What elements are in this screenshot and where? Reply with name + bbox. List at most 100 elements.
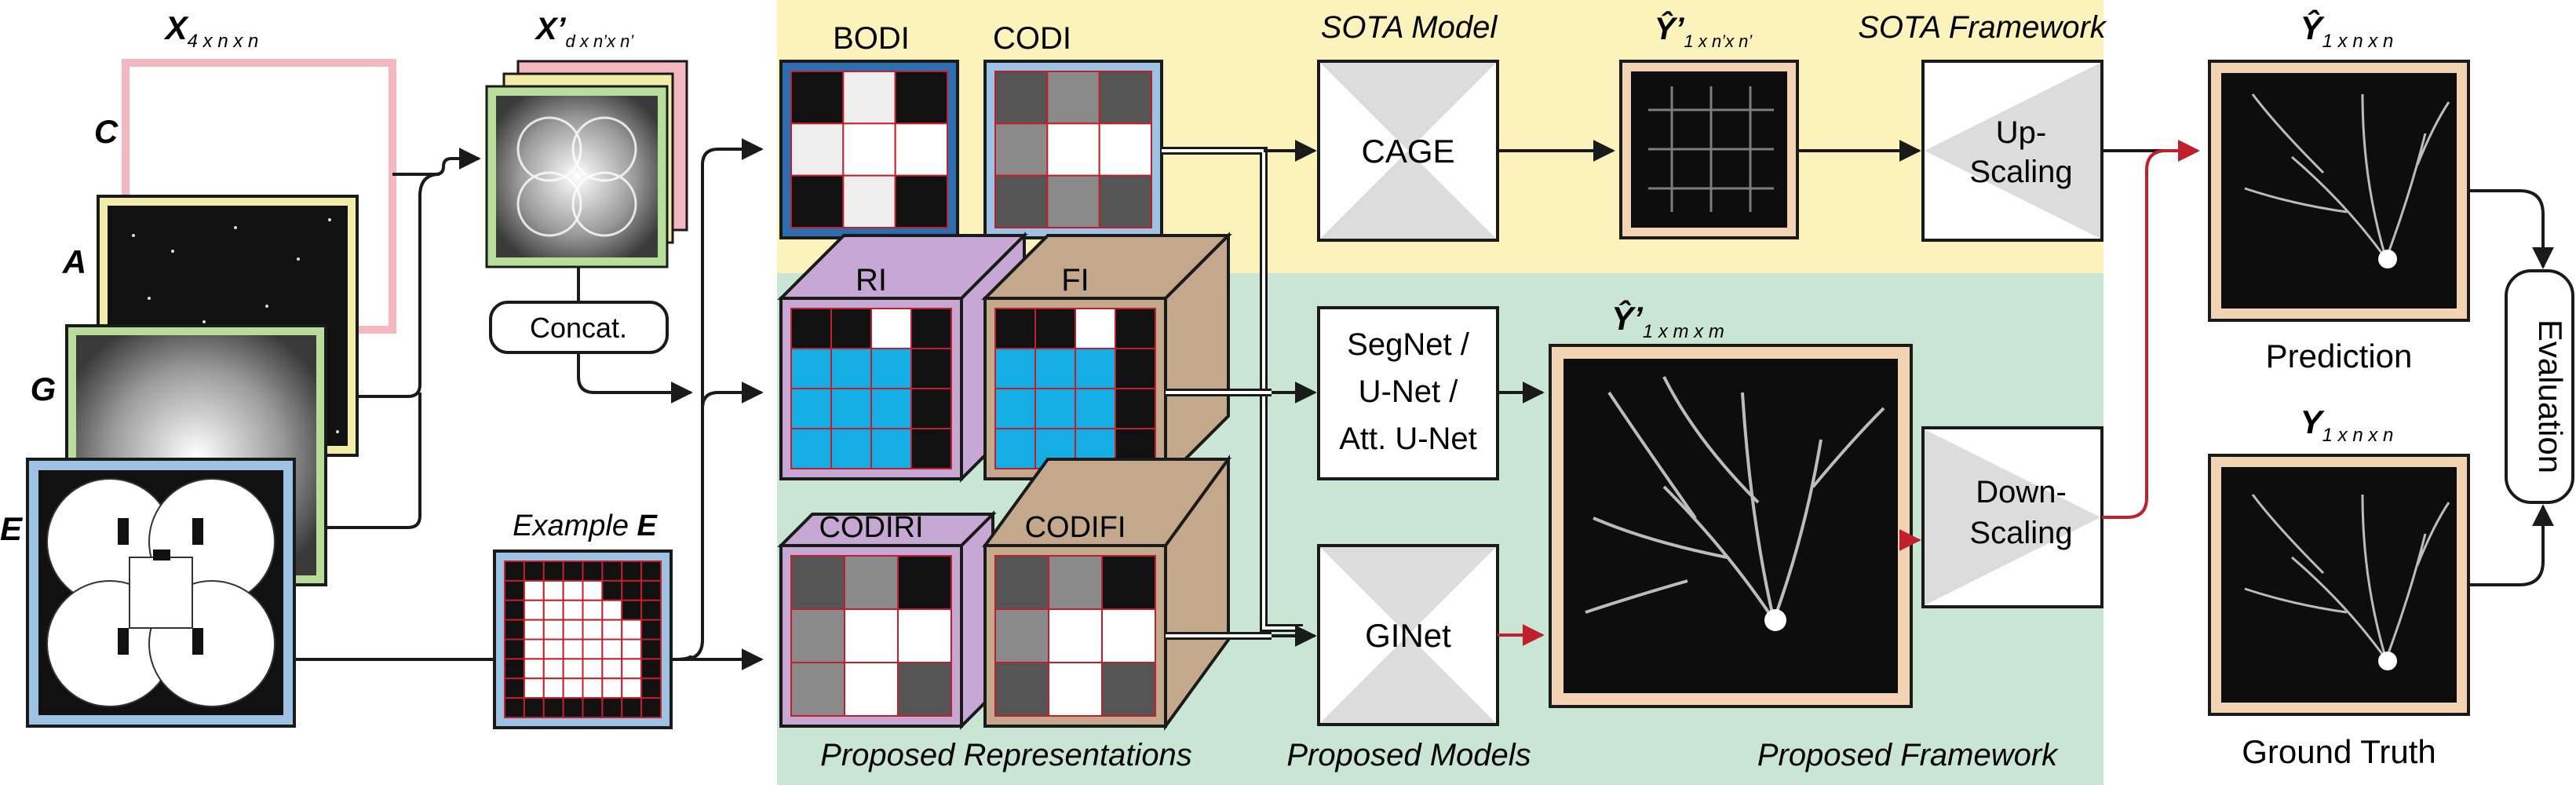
- example-cell: [621, 599, 643, 621]
- repr-name-codi: CODI: [993, 21, 1071, 56]
- codiri-cell: [844, 608, 899, 663]
- example-cell: [601, 697, 623, 718]
- yprime-large-tree: [1585, 376, 1885, 622]
- example-cell: [504, 619, 525, 641]
- example-label: Example E: [513, 509, 658, 542]
- bodi-cell: [842, 71, 896, 125]
- example-cell: [562, 677, 584, 699]
- fi-cell: [994, 308, 1036, 349]
- ri-cell: [910, 428, 952, 469]
- concat-connector: [577, 267, 691, 392]
- prediction-to-evaluation: [2468, 189, 2554, 269]
- example-cell: [582, 677, 604, 699]
- fi-cell: [1115, 308, 1156, 349]
- prediction-tree: [2244, 93, 2450, 260]
- example-cell: [542, 677, 564, 699]
- representations: BODI CODI RI FI CODIRI CODIFI Proposed R: [777, 21, 1232, 772]
- yprime-small-texture: [1648, 86, 1774, 212]
- example-cell: [640, 697, 662, 718]
- input-stack: X4 x n x n C A G E: [0, 9, 396, 728]
- codiri-cell: [844, 662, 899, 717]
- repr-connectors: [1162, 140, 1317, 647]
- fi-cell: [1034, 348, 1076, 389]
- example-cell: [562, 638, 584, 660]
- xprime-label: X’d x n’x n’: [535, 12, 635, 51]
- cage-label: CAGE: [1361, 133, 1454, 170]
- example-cell: [582, 579, 604, 601]
- downscaling-shape: [1925, 429, 2100, 605]
- upscaling-label-1: Up-: [1996, 115, 2046, 150]
- example-cell: [621, 658, 643, 680]
- ri-cell: [790, 388, 832, 429]
- codi-cell: [1098, 122, 1152, 177]
- prediction-origin: [2378, 250, 2397, 268]
- codifi-cell: [994, 662, 1049, 717]
- sota-framework-caption: SOTA Framework: [1858, 10, 2107, 45]
- yhat-label: Ŷ1 x n x n: [2301, 9, 2394, 52]
- example-cell: [562, 619, 584, 641]
- fi-cell: [994, 388, 1036, 429]
- example-cell: [601, 658, 623, 680]
- framework: Ŷ’1 x n’x n’ SOTA Framework Up- Scaling …: [1498, 10, 2200, 772]
- bodi-cell: [790, 174, 845, 229]
- codifi-cell: [994, 608, 1049, 663]
- codifi-cell: [994, 555, 1049, 610]
- example-cell: [621, 560, 643, 582]
- codi-cell: [994, 174, 1049, 229]
- ri-cell: [790, 348, 832, 389]
- codiri-cell: [790, 555, 845, 610]
- downscaling-to-prediction: [2102, 140, 2200, 519]
- ri-cell: [870, 388, 912, 429]
- concat-label: Concat.: [530, 312, 627, 344]
- yprime-large-image: [1563, 359, 1898, 693]
- example-cell: [621, 697, 643, 718]
- example-cell: [582, 599, 604, 621]
- floorplan-shape: [46, 478, 275, 707]
- example-cell: [523, 697, 545, 718]
- codi-cell: [994, 71, 1049, 125]
- codifi-cell: [1048, 662, 1103, 717]
- repr-name-ri: RI: [856, 263, 887, 298]
- ri-cell: [910, 348, 952, 389]
- example-cell: [640, 619, 662, 641]
- codiri-cell: [844, 555, 899, 610]
- example-cell: [523, 619, 545, 641]
- ri-cell: [910, 388, 952, 429]
- fi-cell: [994, 348, 1036, 389]
- cage-hourglass: [1320, 63, 1496, 239]
- example-cell: [621, 638, 643, 660]
- example-cell: [582, 638, 604, 660]
- codiri-cell: [790, 608, 845, 663]
- codiri-cell: [790, 662, 845, 717]
- example-cell: [582, 658, 604, 680]
- outputs: Ŷ1 x n x n Prediction Y1 x n x n Ground …: [2208, 9, 2574, 770]
- sota-model-caption: SOTA Model: [1321, 10, 1498, 45]
- truth-to-evaluation: [2468, 504, 2554, 586]
- codi-cell: [1046, 174, 1100, 229]
- example-cell: [601, 677, 623, 699]
- codi-cell: [1098, 174, 1152, 229]
- ri-grid: [790, 308, 952, 469]
- ri-cell: [870, 428, 912, 469]
- codiri-cell: [897, 662, 952, 717]
- example-cell: [601, 619, 623, 641]
- example-cell: [523, 579, 545, 601]
- example-cell: [640, 560, 662, 582]
- codi-cell: [1098, 71, 1152, 125]
- fi-cell: [1075, 348, 1116, 389]
- xprime-image: [496, 96, 658, 257]
- example-cell: [523, 658, 545, 680]
- y-label: Y1 x n x n: [2301, 403, 2394, 446]
- ground-truth-tree: [2244, 494, 2450, 660]
- codi-cell: [1046, 71, 1100, 125]
- example-cell: [582, 560, 604, 582]
- ground-truth-caption: Ground Truth: [2242, 733, 2436, 770]
- ri-cell: [830, 348, 872, 389]
- upscaling-shape: [1925, 63, 2100, 239]
- evaluation-label: Evaluation: [2532, 319, 2569, 473]
- example-cell: [601, 638, 623, 660]
- codifi-cell: [1101, 555, 1156, 610]
- upscaling-label-2: Scaling: [1969, 155, 2072, 189]
- example-cell: [523, 677, 545, 699]
- example-cell: [504, 560, 525, 582]
